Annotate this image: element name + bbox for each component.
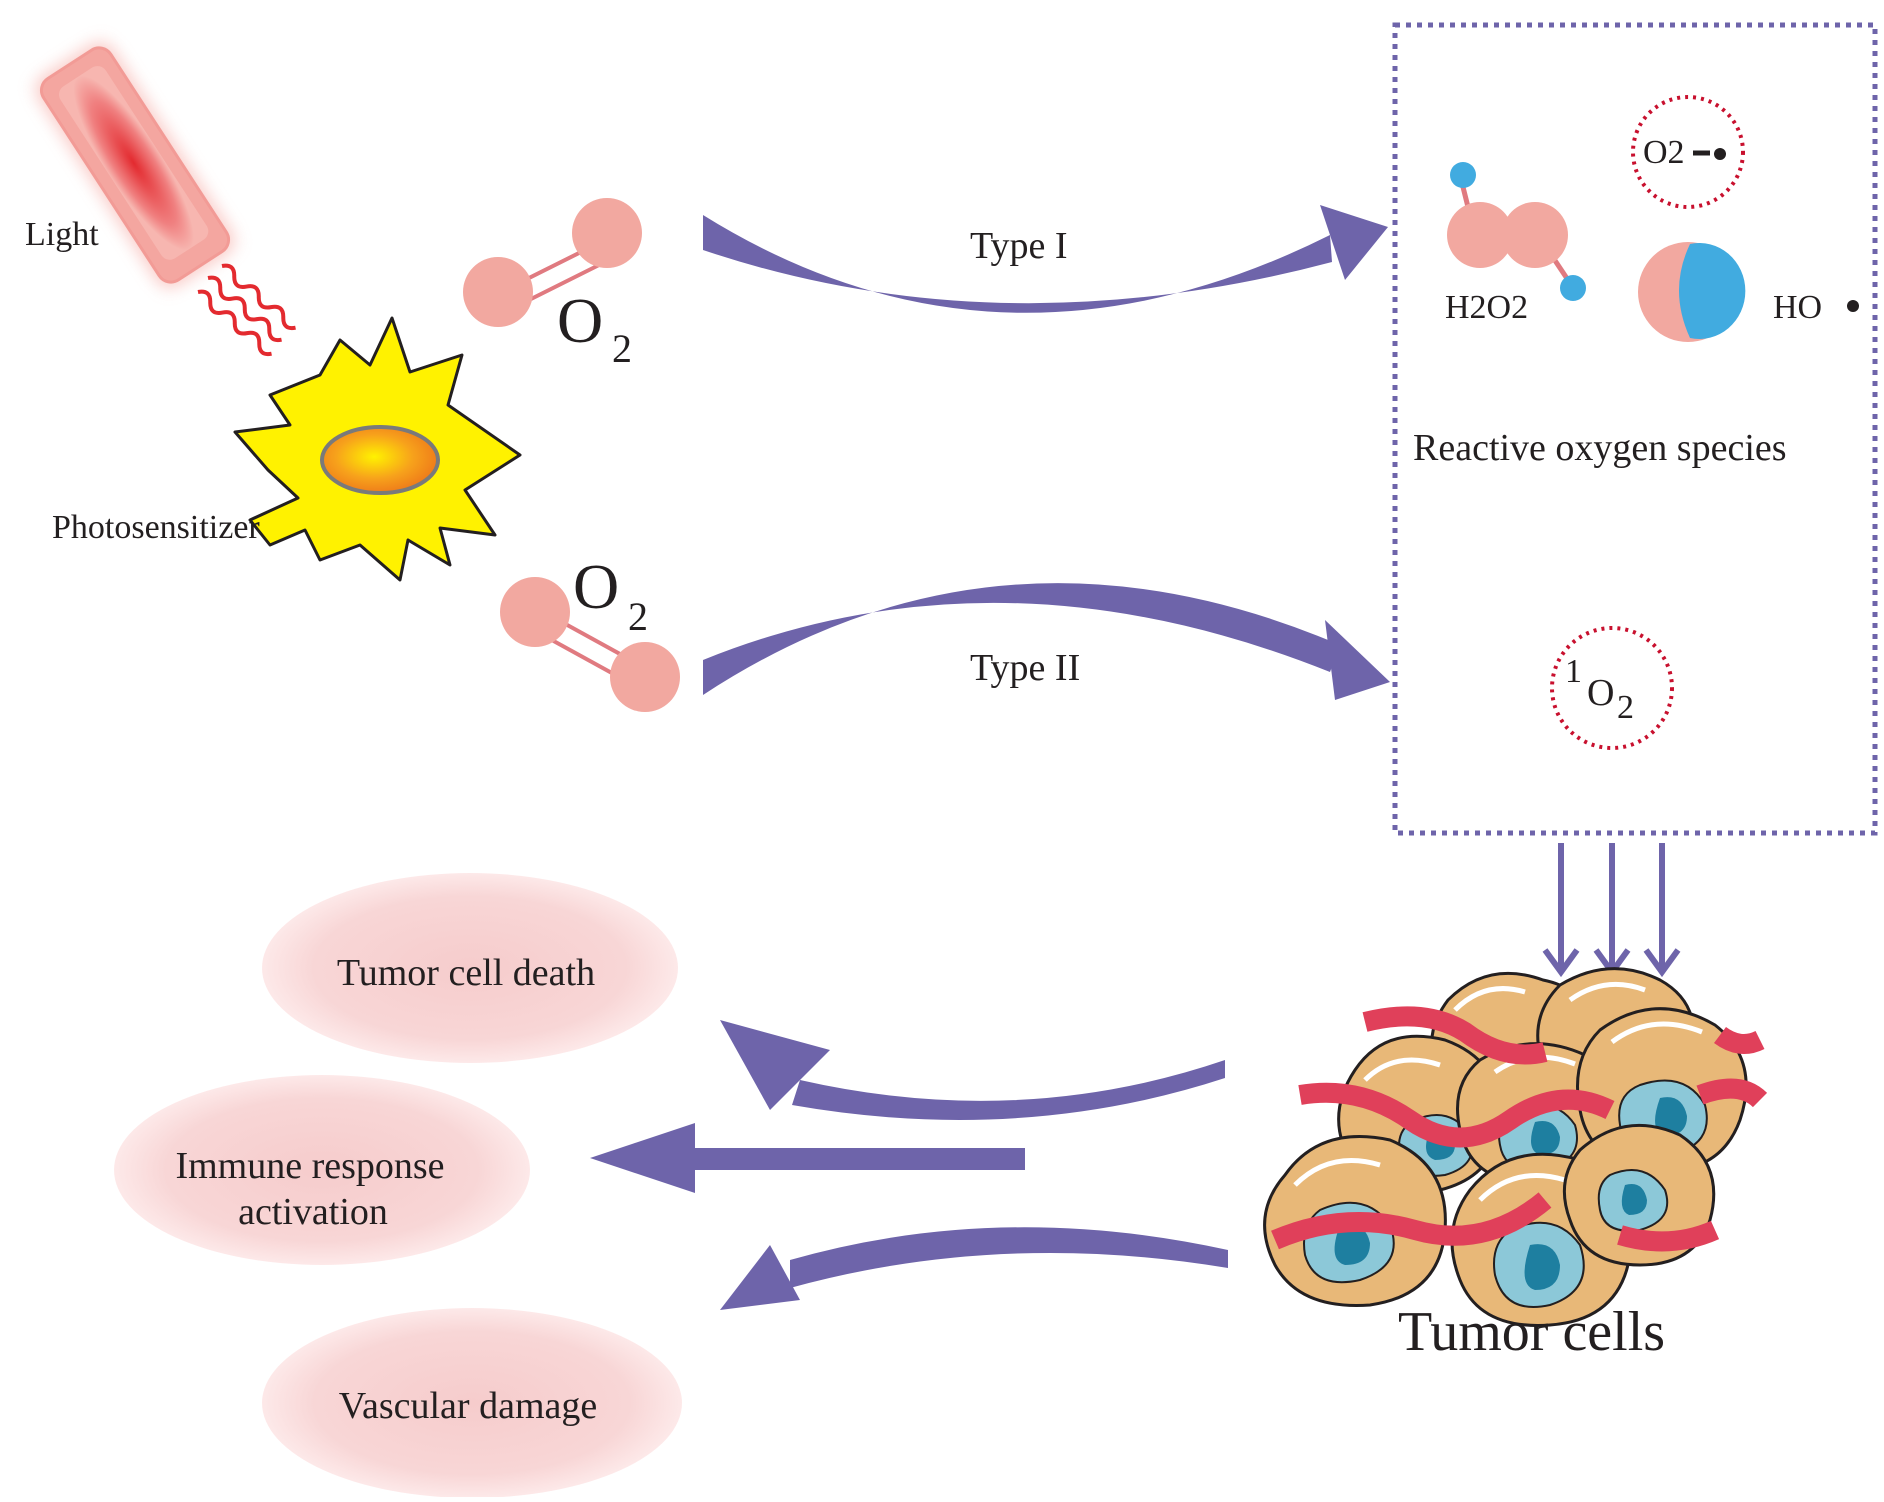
o2-upper-label: O bbox=[557, 285, 603, 356]
oxygen-atom-icon bbox=[610, 642, 680, 712]
o2-molecule-lower: O 2 bbox=[500, 551, 680, 712]
type-i-arrow: Type I bbox=[703, 205, 1388, 313]
outcome-immune-line2: activation bbox=[238, 1191, 388, 1233]
singlet-oxygen: 1 O 2 bbox=[1550, 626, 1674, 750]
type-ii-arrow-shaft bbox=[703, 583, 1340, 695]
outcome-tumor-cell-death: Tumor cell death bbox=[262, 873, 678, 1063]
superoxide-label: O2 bbox=[1643, 134, 1685, 171]
photosensitizer-core bbox=[320, 425, 440, 495]
o2-upper-subscript: 2 bbox=[612, 326, 632, 371]
outcome-ellipse bbox=[262, 873, 678, 1063]
h2o2-label: H2O2 bbox=[1445, 289, 1528, 326]
arrow-to-immune-response bbox=[590, 1123, 1025, 1193]
o2-molecule-upper: O 2 bbox=[463, 198, 642, 371]
outcome-arrows bbox=[590, 1020, 1228, 1310]
singlet-sub-label: 2 bbox=[1617, 689, 1634, 726]
ros-box: H2O2 O2 HO Reactive oxygen species 1 O 2 bbox=[1392, 22, 1878, 836]
outcome-ellipse bbox=[114, 1075, 530, 1265]
hydroxyl-radical: HO bbox=[1638, 242, 1859, 342]
hydrogen-atom-icon bbox=[1679, 243, 1746, 339]
ros-title: Reactive oxygen species bbox=[1413, 427, 1787, 469]
h2o2-molecule: H2O2 bbox=[1445, 162, 1586, 326]
blood-vessel-icon bbox=[1271, 1006, 1768, 1252]
ros-box-border bbox=[1392, 22, 1878, 836]
tumor-cells-cluster: Tumor cells bbox=[1263, 967, 1768, 1363]
ros-to-tumor-arrows bbox=[1542, 843, 1681, 978]
radical-dot-icon bbox=[1847, 300, 1859, 312]
dotted-circle-icon bbox=[1631, 95, 1745, 209]
type-ii-arrow: Type II bbox=[703, 583, 1390, 700]
type-ii-arrowhead-icon bbox=[1325, 620, 1390, 700]
outcome-immune-line1: Immune response bbox=[175, 1145, 444, 1187]
type-i-arrowhead-icon bbox=[1320, 205, 1388, 280]
down-arrow-icon bbox=[1542, 843, 1580, 978]
hydroxyl-label: HO bbox=[1773, 289, 1822, 326]
oxygen-atom-icon bbox=[463, 257, 533, 327]
photosensitizer: Photosensitizer bbox=[52, 316, 522, 582]
down-arrow-icon bbox=[1593, 843, 1631, 978]
outcome-vascular-label: Vascular damage bbox=[339, 1385, 598, 1427]
light-source: Light bbox=[25, 41, 296, 357]
oxygen-atom-icon bbox=[1447, 202, 1513, 268]
superoxide-radical: O2 bbox=[1631, 95, 1745, 209]
type-ii-label: Type II bbox=[970, 647, 1080, 689]
arrowhead-left-icon bbox=[720, 1020, 830, 1110]
hydrogen-atom-icon bbox=[1560, 275, 1586, 301]
outcome-death-label: Tumor cell death bbox=[337, 952, 595, 994]
arrowhead-left-icon bbox=[590, 1123, 695, 1193]
outcome-ellipse bbox=[262, 1308, 682, 1498]
oxygen-atom-icon bbox=[1502, 202, 1568, 268]
arrow-to-tumor-death bbox=[720, 1020, 1225, 1120]
oxygen-atom-icon bbox=[572, 198, 642, 268]
outcome-vascular-damage: Vascular damage bbox=[262, 1308, 682, 1498]
down-arrow-icon bbox=[1643, 843, 1681, 978]
arrow-to-vascular-damage bbox=[720, 1227, 1228, 1310]
type-i-label: Type I bbox=[970, 225, 1068, 267]
hydrogen-atom-icon bbox=[1450, 162, 1476, 188]
radical-dot-icon bbox=[1714, 148, 1726, 160]
light-core bbox=[59, 66, 209, 260]
oxygen-atom-icon bbox=[500, 577, 570, 647]
light-label: Light bbox=[25, 216, 99, 253]
light-waves-icon bbox=[197, 263, 296, 357]
o2-lower-label: O bbox=[573, 551, 619, 622]
photosensitizer-label: Photosensitizer bbox=[52, 509, 260, 546]
arrowhead-left-icon bbox=[720, 1245, 800, 1310]
singlet-sup-label: 1 bbox=[1565, 653, 1582, 690]
singlet-o-label: O bbox=[1587, 672, 1614, 714]
o2-lower-subscript: 2 bbox=[628, 594, 648, 639]
type-i-arrow-shaft bbox=[703, 215, 1332, 313]
outcome-immune-response: Immune response activation bbox=[114, 1075, 530, 1265]
dotted-circle-icon bbox=[1550, 626, 1674, 750]
tumor-cells-label: Tumor cells bbox=[1398, 1301, 1665, 1363]
